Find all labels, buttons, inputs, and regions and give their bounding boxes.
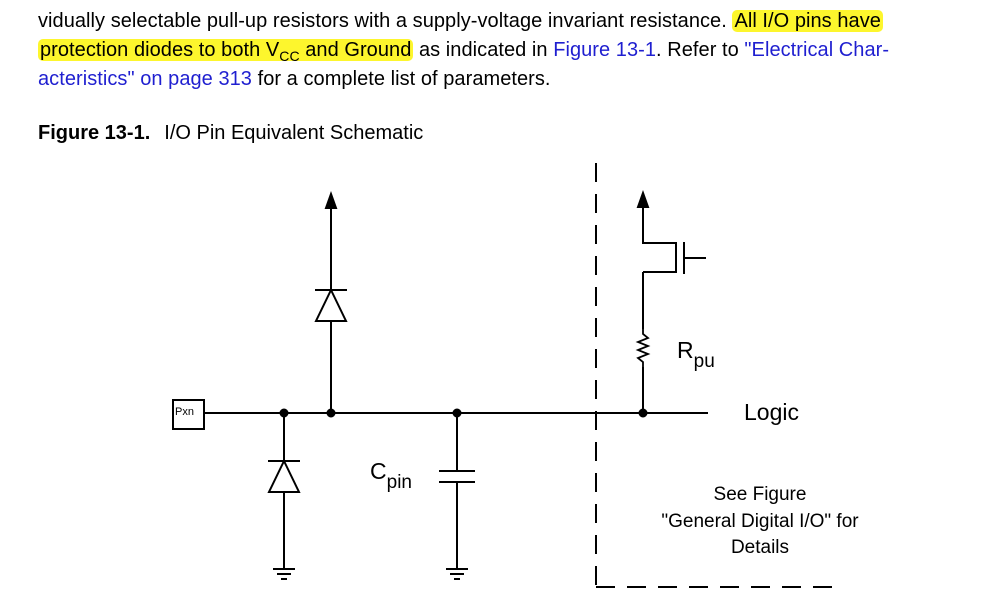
line1-text: vidually selectable pull-up resistors wi…	[38, 10, 733, 32]
note-line-1: See Figure	[713, 484, 807, 505]
body-paragraph: vidually selectable pull-up resistors wi…	[38, 7, 988, 94]
paragraph-line-1: vidually selectable pull-up resistors wi…	[38, 7, 988, 36]
ground-icon	[273, 568, 295, 580]
logic-label: Logic	[744, 399, 799, 425]
see-figure-note: See Figure "General Digital I/O" for Det…	[600, 482, 920, 562]
figure-13-1-link[interactable]: Figure 13-1	[553, 39, 657, 61]
note-line-3: Details	[730, 537, 790, 558]
resistor-icon	[635, 329, 651, 367]
figure-number: Figure 13-1.	[38, 122, 151, 144]
figure-title: I/O Pin Equivalent Schematic	[164, 122, 424, 144]
resistor-label: Rpu	[677, 337, 715, 372]
upper-diode-icon	[314, 287, 348, 322]
line2-text-a: as indicated in	[413, 39, 554, 61]
cap-label-main: C	[370, 458, 387, 484]
highlight-2: protection diodes to both VCC and Ground	[38, 39, 414, 64]
line2-text-b: . Refer to	[656, 39, 745, 61]
pmos-channel-wire	[642, 206, 677, 273]
pin-box	[172, 399, 205, 430]
paragraph-line-2: protection diodes to both VCC and Ground…	[38, 36, 988, 65]
paragraph-line-3: acteristics" on page 313 for a complete …	[38, 65, 988, 94]
vcc-subscript: CC	[279, 48, 300, 64]
lower-diode-icon	[267, 458, 301, 493]
note-line-2: "General Digital I/O" for	[661, 510, 859, 532]
highlight-2b: and Ground	[299, 39, 412, 61]
electrical-characteristics-link-cont[interactable]: acteristics" on page 313	[38, 68, 252, 90]
electrical-characteristics-link[interactable]: "Electrical Char-	[744, 39, 890, 61]
res-label-main: R	[677, 337, 694, 363]
capacitor-label: Cpin	[370, 458, 412, 493]
ground-icon	[446, 568, 468, 580]
highlight-1: All I/O pins have	[732, 10, 883, 32]
pullup-arrow	[636, 190, 650, 208]
pin-label: Pxn	[175, 406, 194, 418]
res-label-sub: pu	[693, 351, 715, 372]
highlight-2a: protection diodes to both V	[40, 39, 280, 61]
figure-caption: Figure 13-1. I/O Pin Equivalent Schematic	[38, 122, 423, 145]
line3-text: for a complete list of parameters.	[251, 68, 551, 90]
cap-label-sub: pin	[386, 472, 412, 493]
vcc-arrow	[324, 191, 338, 209]
